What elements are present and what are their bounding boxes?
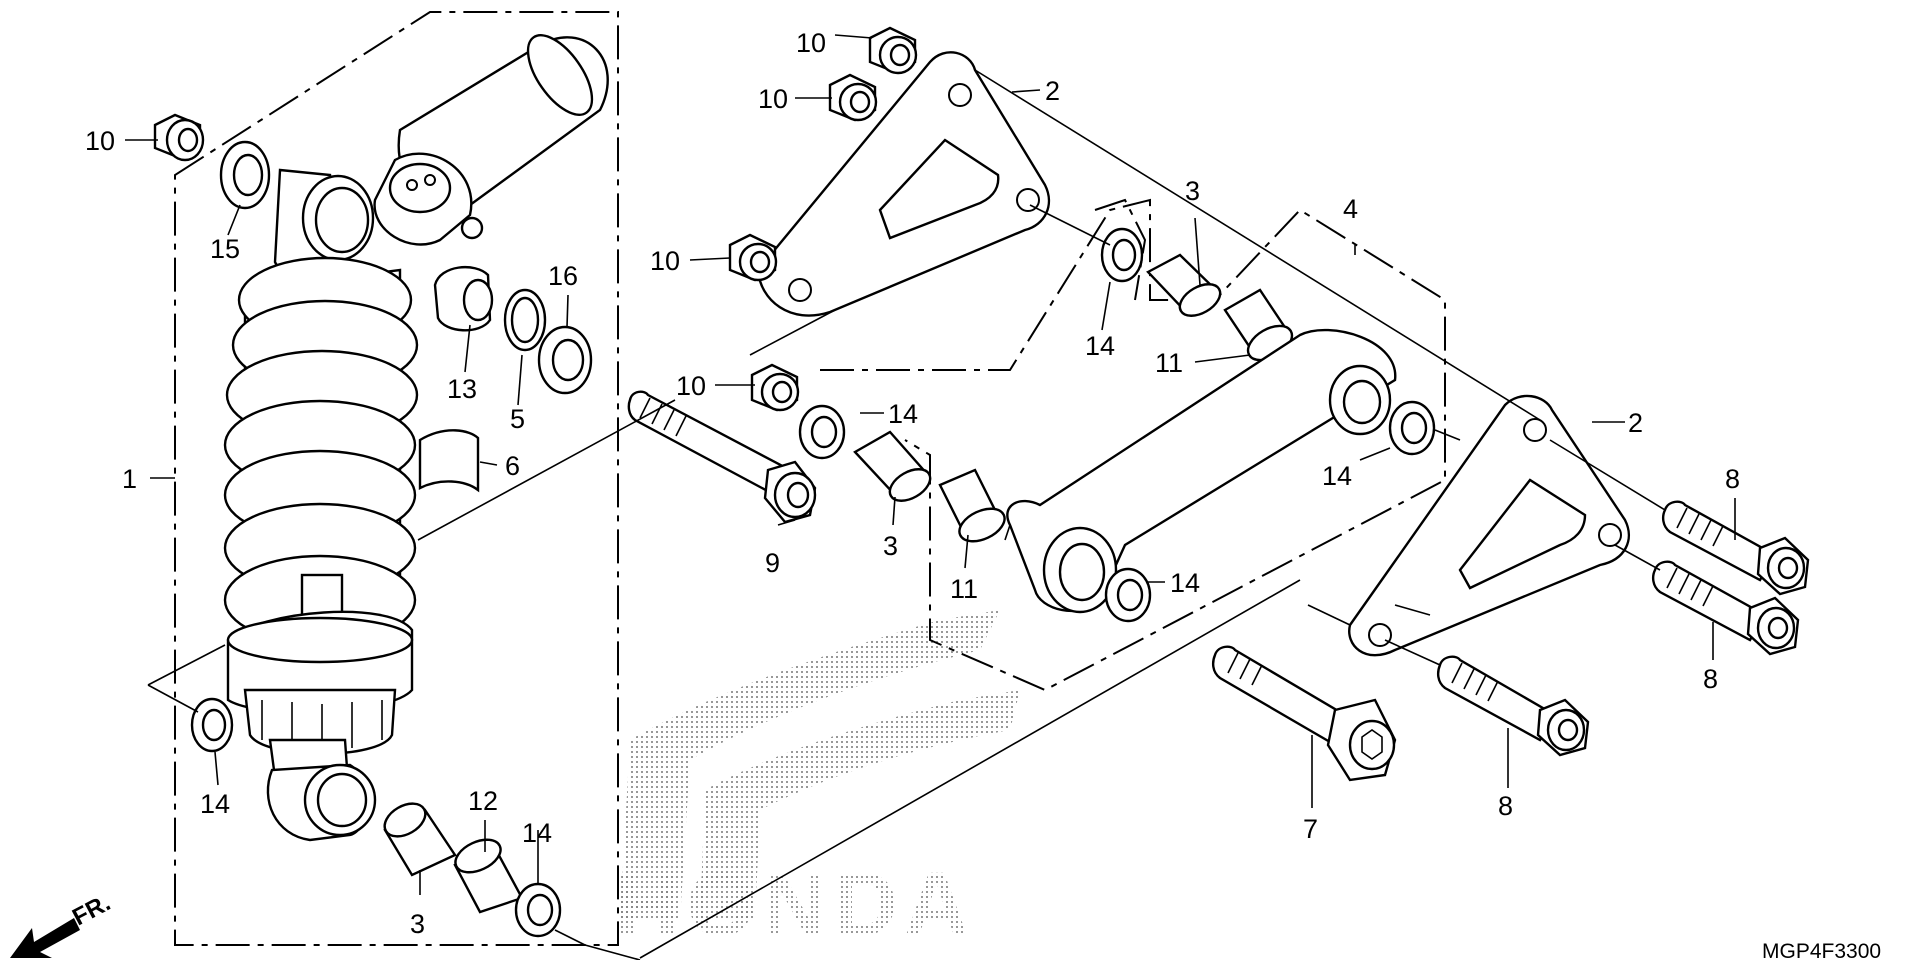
seal-16 (537, 325, 593, 395)
callout-6: 6 (505, 451, 520, 481)
callout-8: 8 (1725, 464, 1740, 494)
callout-8: 8 (1498, 791, 1513, 821)
collar-14-link-lower (1104, 567, 1152, 623)
callout-2: 2 (1045, 76, 1060, 106)
callout-10: 10 (676, 371, 706, 401)
bolt-8-lower (1436, 655, 1590, 757)
nut-10-d (750, 363, 800, 412)
callout-15: 15 (210, 234, 240, 264)
shock-link-4 (1006, 328, 1397, 614)
collar-3-top (1146, 253, 1222, 317)
callout-16: 16 (548, 261, 578, 291)
seal-15 (219, 140, 271, 210)
callout-11: 11 (1155, 348, 1183, 378)
collar-14-mid (798, 404, 846, 460)
callout-14: 14 (1170, 568, 1200, 598)
callout-2: 2 (1628, 408, 1643, 438)
callout-7: 7 (1303, 814, 1318, 844)
collar-14-bottom (514, 882, 562, 938)
nut-10-a (868, 26, 918, 75)
callout-11: 11 (950, 574, 978, 604)
callout-10: 10 (650, 246, 680, 276)
callout-4: 4 (1343, 194, 1358, 224)
callout-13: 13 (447, 374, 477, 404)
label-6 (418, 429, 480, 493)
callout-14: 14 (200, 789, 230, 819)
callout-9: 9 (765, 548, 780, 578)
honda-watermark: HONDA (615, 610, 1020, 955)
callout-12: 12 (468, 786, 498, 816)
bolt-7 (1211, 645, 1397, 782)
bolt-8-upper (1661, 500, 1810, 596)
callout-3: 3 (883, 531, 898, 561)
collar-3-mid (853, 430, 932, 502)
link-plate-2-upper (756, 51, 1051, 317)
callout-14: 14 (522, 818, 552, 848)
callout-14: 14 (1322, 461, 1352, 491)
nut-10-b (828, 73, 878, 122)
callout-10: 10 (85, 126, 115, 156)
bearing-12 (453, 838, 524, 914)
nut-10-c (728, 233, 778, 282)
link-assembly-frame (820, 198, 1446, 692)
callout-5: 5 (510, 404, 525, 434)
callout-10: 10 (796, 28, 826, 58)
bolt-8-middle (1651, 560, 1800, 656)
nut-10-left (153, 113, 205, 162)
collar-14-left (190, 697, 234, 753)
bolt-9 (627, 390, 817, 524)
circlip-5 (503, 288, 547, 352)
collar-group-frame (1094, 198, 1147, 301)
callout-14: 14 (888, 399, 918, 429)
callout-10: 10 (758, 84, 788, 114)
callout-14: 14 (1085, 331, 1115, 361)
assembly-lines (147, 69, 1666, 960)
callouts: 10 1 15 13 5 6 16 14 3 12 14 10 10 10 10… (85, 28, 1740, 939)
shock-assembly-frame (174, 11, 619, 946)
diagram-code: MGP4F3300 (1762, 940, 1881, 960)
bearing-11-mid (938, 468, 1006, 543)
shock-absorber (223, 34, 609, 842)
bushing-13 (433, 266, 494, 332)
collar-14-top (1100, 227, 1144, 283)
callout-3: 3 (1185, 176, 1200, 206)
callout-1: 1 (122, 464, 137, 494)
collar-3-lower (383, 802, 457, 877)
callout-3: 3 (410, 909, 425, 939)
front-direction-arrow: FR. (10, 889, 115, 958)
collar-14-right (1388, 400, 1436, 456)
leader-lines (125, 34, 1736, 895)
callout-8: 8 (1703, 664, 1718, 694)
